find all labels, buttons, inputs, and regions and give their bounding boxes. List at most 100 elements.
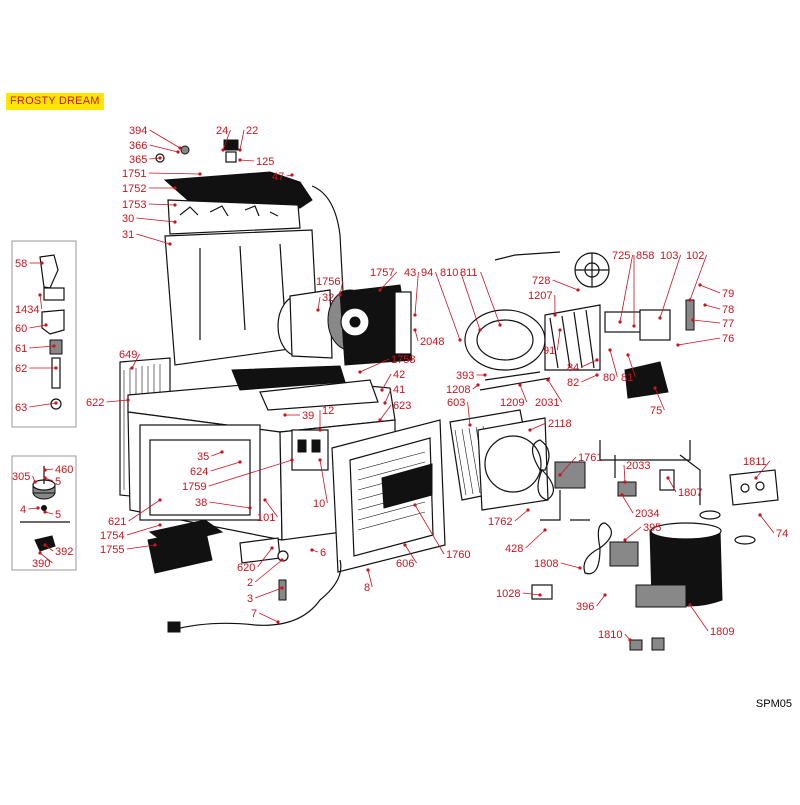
leader-line [693, 320, 720, 323]
leader-line [149, 173, 200, 174]
leader-dot [283, 413, 286, 416]
leader-dot [338, 293, 341, 296]
part-number-label: 1808 [534, 558, 558, 570]
leader-line [660, 255, 681, 318]
leader-dot [623, 538, 626, 541]
leader-line [581, 375, 597, 382]
leader-dot [578, 566, 581, 569]
leader-dot [703, 303, 706, 306]
part-number-label: 1208 [446, 384, 470, 396]
part-number-label: 390 [32, 558, 50, 570]
part-number-label: 428 [505, 543, 523, 555]
callout-2031: 2031 [535, 378, 562, 409]
part-number-label: 24 [216, 125, 228, 137]
part-number-label: 1759 [182, 481, 206, 493]
leader-line [624, 465, 625, 482]
callout-1808: 1808 [534, 558, 582, 570]
leader-dot [310, 548, 313, 551]
part-number-label: 94 [421, 267, 433, 279]
leader-dot [595, 373, 598, 376]
leader-dot [318, 428, 321, 431]
part-number-label: 393 [456, 370, 474, 382]
leader-dot [458, 338, 461, 341]
part-number-label: 41 [393, 384, 405, 396]
leader-line [561, 563, 580, 568]
leader-line [240, 130, 244, 150]
part-number-label: 6 [320, 547, 326, 559]
part-number-label: 623 [393, 400, 411, 412]
part-number-label: 1761 [578, 452, 602, 464]
leader-line [705, 305, 720, 309]
leader-line [700, 285, 720, 293]
leader-dot [666, 476, 669, 479]
leader-dot [52, 344, 55, 347]
part-number-label: 4 [20, 504, 26, 516]
leader-dot [468, 423, 471, 426]
part-number-label: 2 [247, 577, 253, 589]
part-number-label: 620 [237, 562, 255, 574]
leader-dot [595, 358, 598, 361]
part-number-label: 76 [722, 333, 734, 345]
leader-dot [276, 620, 279, 623]
part-number-label: 1209 [500, 397, 524, 409]
part-number-label: 606 [396, 558, 414, 570]
callout-1207: 1207 [528, 290, 557, 317]
part-number-label: 79 [722, 288, 734, 300]
leader-dot [280, 558, 283, 561]
leader-line [625, 527, 641, 540]
callout-8: 8 [364, 568, 372, 594]
part-number-label: 103 [660, 250, 678, 262]
leader-dot [558, 473, 561, 476]
callout-1208: 1208 [446, 383, 480, 396]
part-number-label: 42 [393, 369, 405, 381]
leader-line [690, 605, 708, 631]
part-number-label: 2118 [548, 418, 572, 430]
leader-dot [413, 313, 416, 316]
callout-1209: 1209 [500, 383, 527, 409]
part-number-label: 10 [313, 498, 325, 510]
leader-line [597, 595, 605, 606]
callout-1755: 1755 [100, 543, 157, 556]
leader-dot [538, 593, 541, 596]
callout-366: 366 [129, 140, 180, 154]
leader-dot [168, 242, 171, 245]
leader-dot [54, 401, 57, 404]
callout-1752: 1752 [122, 183, 177, 195]
part-number-label: 2033 [626, 460, 650, 472]
part-number-label: 811 [460, 267, 478, 279]
leader-dot [238, 460, 241, 463]
leader-dot [43, 543, 46, 546]
leader-line [515, 510, 528, 521]
leader-dot [553, 313, 556, 316]
callout-125: 125 [238, 156, 274, 168]
leader-dot [38, 551, 41, 554]
part-number-label: 810 [440, 267, 458, 279]
leader-dot [528, 428, 531, 431]
leader-dot [653, 386, 656, 389]
part-number-label: 47 [272, 171, 284, 183]
callout-1434: 1434 [15, 293, 42, 316]
part-number-label: 60 [15, 323, 27, 335]
part-number-label: 1762 [488, 516, 512, 528]
part-number-label: 1811 [743, 456, 767, 468]
leader-dot [176, 150, 179, 153]
leader-dot [626, 353, 629, 356]
leader-line [622, 495, 633, 513]
leader-dot [43, 510, 46, 513]
callout-428: 428 [505, 528, 547, 555]
part-number-label: 125 [256, 156, 274, 168]
part-number-label: 395 [643, 522, 661, 534]
leader-dot [691, 318, 694, 321]
leader-dot [628, 638, 631, 641]
callout-3: 3 [247, 586, 284, 605]
part-number-label: 77 [722, 318, 734, 330]
part-number-label: 2034 [635, 508, 659, 520]
callout-390: 390 [32, 551, 53, 570]
leader-dot [158, 156, 161, 159]
leader-dot [758, 513, 761, 516]
leader-dot [263, 498, 266, 501]
leader-dot [290, 458, 293, 461]
part-number-label: 603 [447, 397, 465, 409]
leader-line [461, 272, 480, 330]
leader-line [760, 515, 774, 533]
